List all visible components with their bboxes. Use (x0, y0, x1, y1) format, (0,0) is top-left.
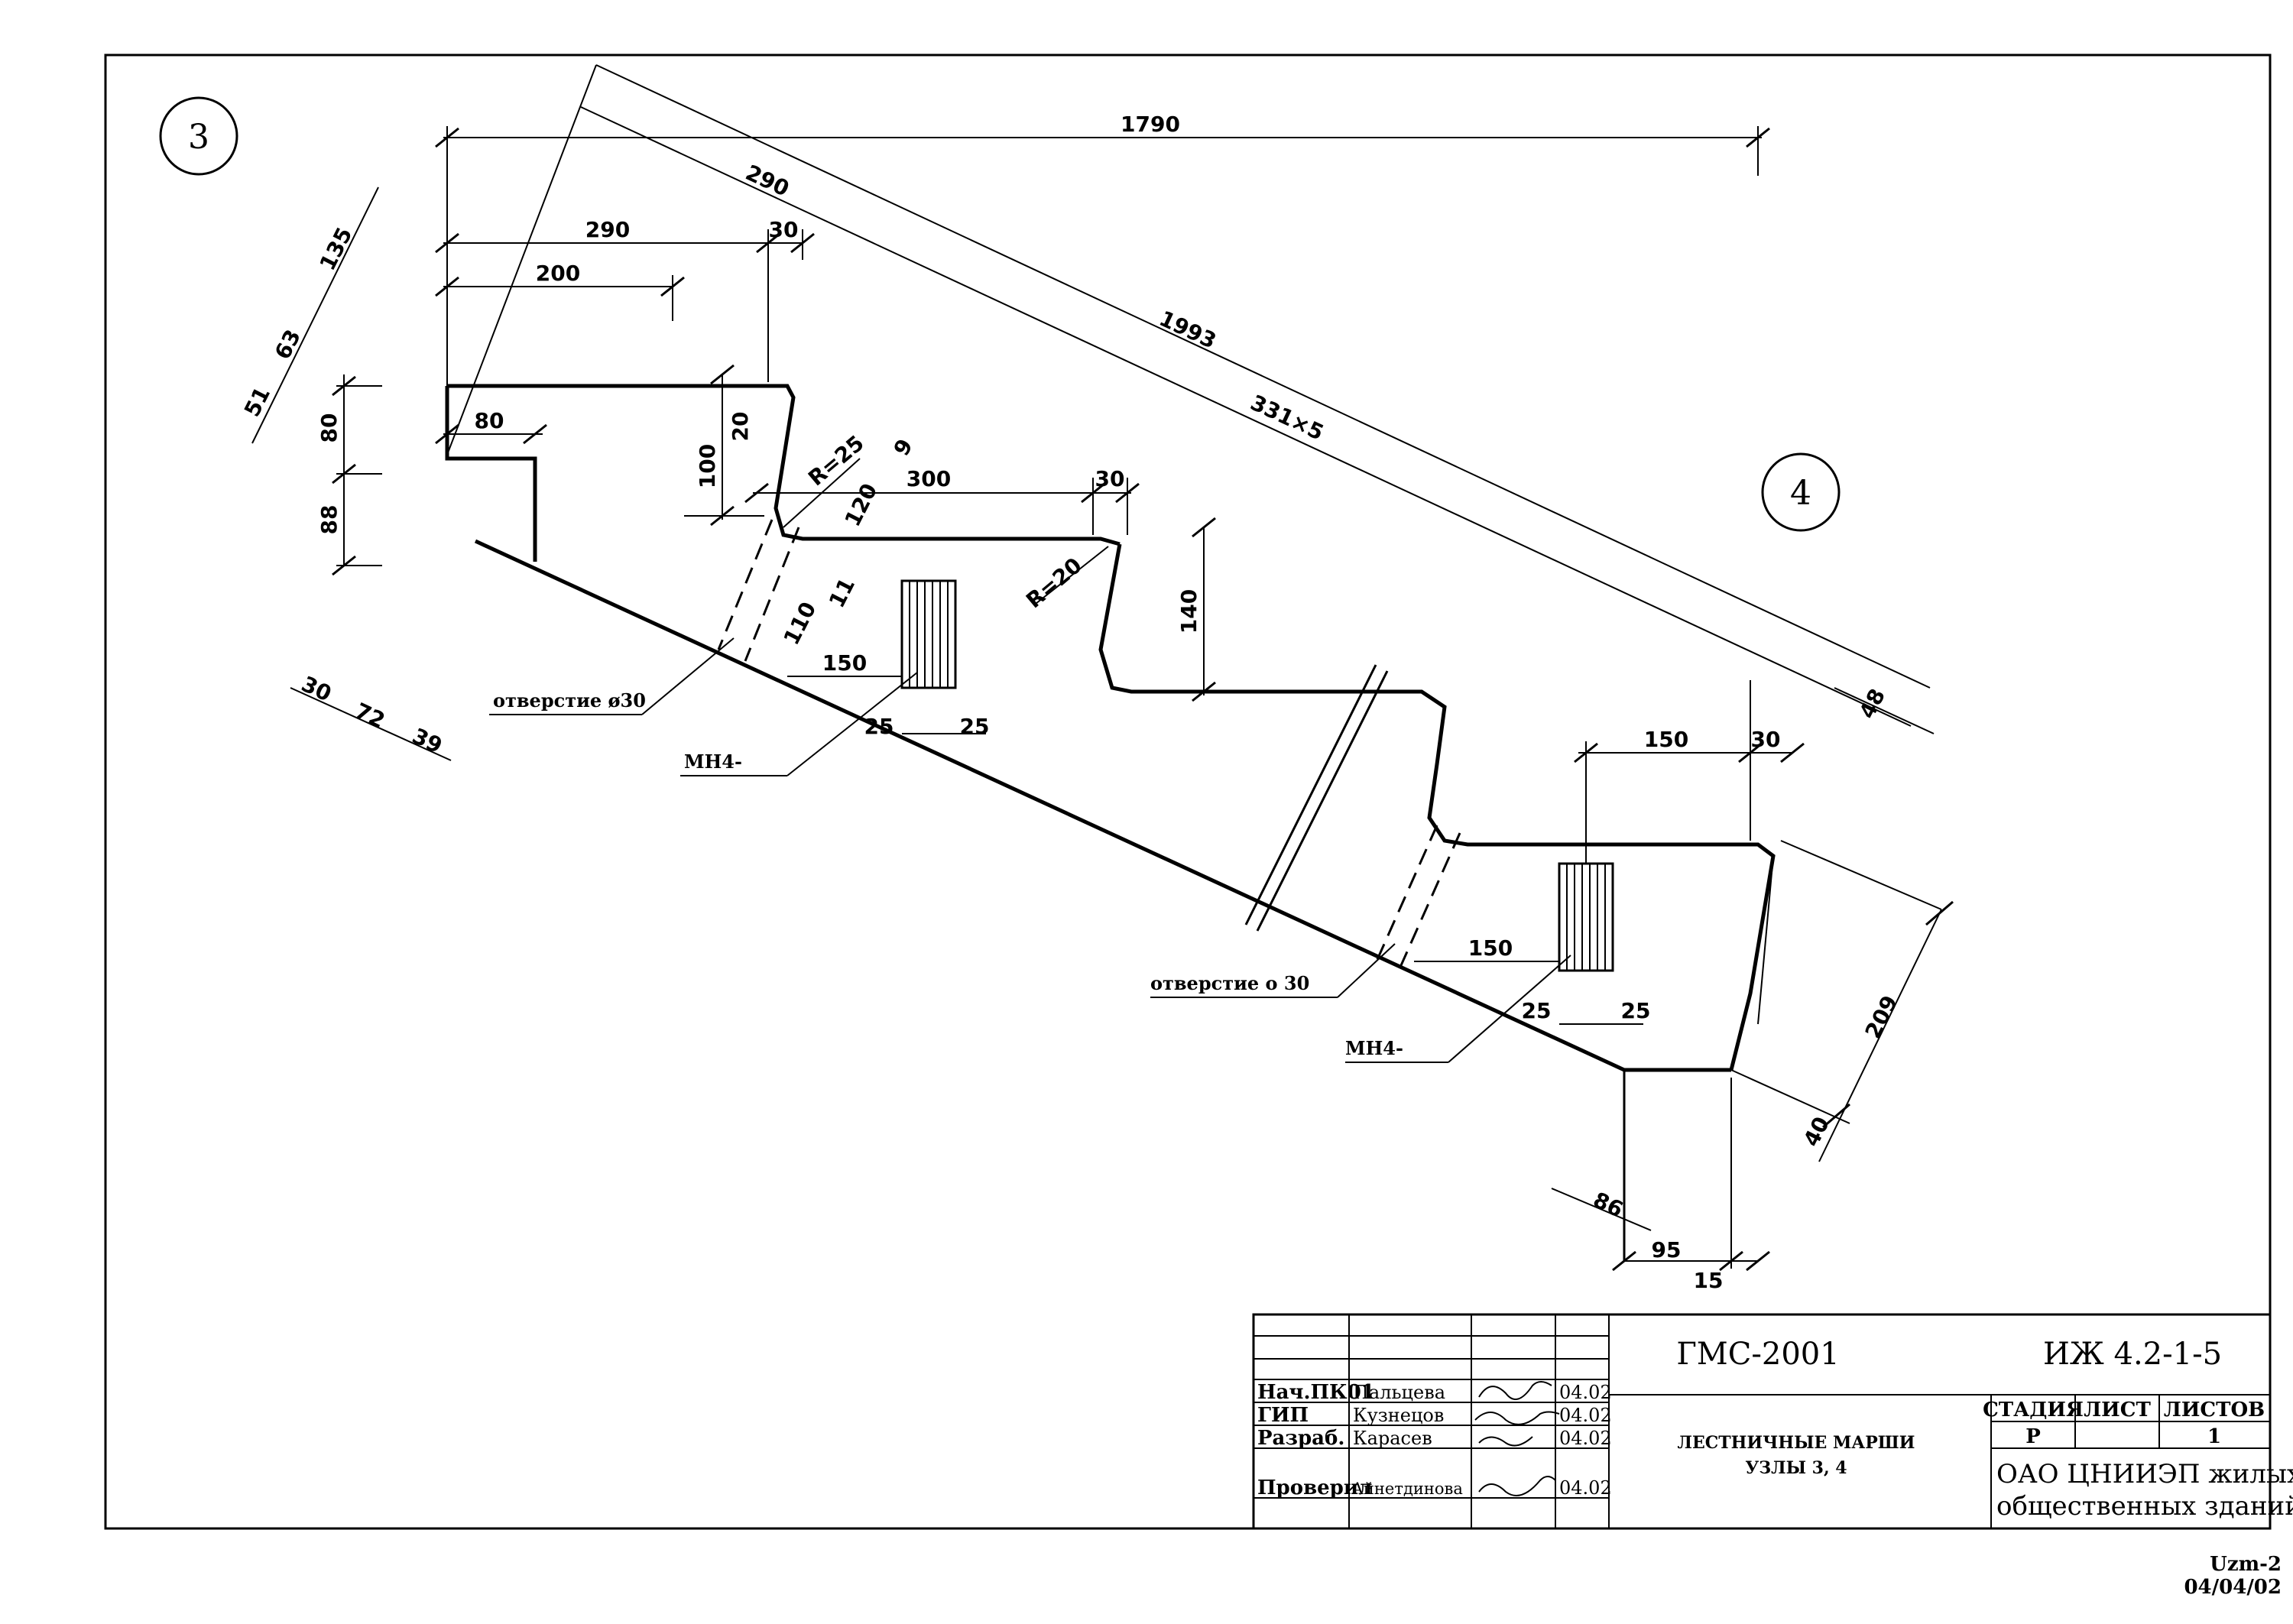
sheet-header: ЛИСТ (2084, 1399, 2151, 1421)
dim-331x5: 331×5 (1247, 390, 1328, 446)
hole-label-2: отверстие о 30 (1150, 972, 1309, 994)
dim-200: 200 (536, 261, 580, 286)
row-date-3: 04.02 (1559, 1428, 1612, 1449)
stage-value: Р (2025, 1425, 2041, 1448)
node-marker-3: 3 (159, 96, 238, 176)
signatures (1474, 1381, 1560, 1496)
dim-30-right: 30 (1751, 727, 1781, 752)
dim-51: 51 (239, 383, 275, 421)
node-label-3: 3 (188, 118, 209, 157)
dim-1993: 1993 (1156, 306, 1221, 354)
embedded-plate-1 (900, 579, 957, 689)
dim-30-mid: 30 (1095, 466, 1125, 491)
document-code: ИЖ 4.2-1-5 (2043, 1337, 2222, 1372)
stamp-line-1: Uzm-2 (2210, 1553, 2282, 1576)
dim-110: 110 (779, 598, 822, 649)
dimension-texts: 1790 290 1993 331×5 290 30 200 135 63 51… (239, 112, 1903, 1293)
stair-outline (445, 384, 1776, 1261)
row-date-2: 04.02 (1559, 1405, 1612, 1426)
dim-25-plate1-right: 25 (960, 714, 990, 739)
dim-140: 140 (1176, 589, 1202, 634)
row-role-1: Нач.ПК01 (1257, 1381, 1375, 1404)
dim-80-vert: 80 (316, 413, 342, 443)
hole-label-1: отверстие ø30 (493, 689, 646, 712)
dim-135: 135 (315, 223, 358, 274)
row-date-4: 04.02 (1559, 1477, 1612, 1499)
dim-30-top: 30 (769, 217, 799, 242)
plate-label-2: МН4- (1345, 1037, 1403, 1059)
organisation-line-1: ОАО ЦНИИЭП жилых и (1996, 1459, 2293, 1489)
dim-30-bottom-left: 30 (297, 671, 335, 706)
row-role-3: Разраб. (1257, 1427, 1344, 1450)
row-name-3: Карасев (1353, 1428, 1432, 1449)
dim-25-plate2-right: 25 (1621, 998, 1651, 1023)
dim-80-horiz: 80 (475, 408, 504, 433)
dim-72: 72 (351, 698, 388, 733)
node-label-4: 4 (1790, 474, 1811, 513)
dim-20: 20 (728, 412, 753, 442)
dim-300: 300 (906, 466, 951, 491)
dimension-lines (251, 64, 1942, 1269)
dim-209: 209 (1860, 991, 1903, 1042)
title-block: ГМС-2001 ИЖ 4.2-1-5 Нач.ПК01 Пальцева 04… (1252, 1313, 2293, 1530)
dim-100: 100 (695, 444, 720, 488)
dim-25-plate2-left: 25 (1522, 998, 1552, 1023)
sheets-header: ЛИСТОВ (2164, 1399, 2265, 1421)
dim-150-left: 150 (822, 650, 867, 676)
callout-labels: отверстие ø30 МН4- отверстие о 30 МН4- (493, 689, 1403, 1059)
dim-40: 40 (1798, 1113, 1834, 1151)
project-number: ГМС-2001 (1676, 1337, 1839, 1372)
plate-label-1: МН4- (684, 750, 742, 773)
organisation-line-2: общественных зданий (1996, 1491, 2293, 1522)
stamp-line-2: 04/04/02 (2184, 1576, 2282, 1599)
dim-150-right-top: 150 (1644, 727, 1688, 752)
dim-150-right: 150 (1468, 935, 1513, 961)
dim-95: 95 (1652, 1237, 1682, 1263)
dim-63: 63 (270, 326, 306, 364)
dim-290-slope: 290 (742, 160, 793, 202)
dim-15: 15 (1694, 1268, 1724, 1293)
sheet-frame (104, 53, 2272, 1530)
dim-290: 290 (585, 217, 630, 242)
dim-48: 48 (1854, 685, 1890, 723)
dim-120: 120 (840, 479, 883, 530)
stage-header: СТАДИЯ (1983, 1399, 2084, 1421)
sheets-value: 1 (2207, 1425, 2221, 1448)
drawing-title-line-2: УЗЛЫ 3, 4 (1745, 1458, 1847, 1478)
row-role-2: ГИП (1257, 1404, 1309, 1427)
dim-9: 9 (889, 435, 918, 460)
dim-88: 88 (316, 505, 342, 535)
row-date-1: 04.02 (1559, 1382, 1612, 1403)
dim-r20: R=20 (1021, 553, 1087, 613)
drawing-title-line-1: ЛЕСТНИЧНЫЕ МАРШИ (1678, 1433, 1915, 1453)
row-name-4: Айнетдинова (1351, 1480, 1463, 1498)
row-name-2: Кузнецов (1353, 1405, 1444, 1426)
dim-1790: 1790 (1121, 112, 1180, 137)
dimension-ticks (332, 127, 1954, 1272)
dim-25-plate1-left: 25 (864, 714, 894, 739)
row-name-1: Пальцева (1353, 1382, 1445, 1403)
row-role-4: Проверил (1257, 1477, 1372, 1499)
dim-39: 39 (408, 723, 446, 758)
embedded-plate-2 (1558, 862, 1614, 972)
node-marker-4: 4 (1761, 452, 1841, 532)
dim-11: 11 (824, 574, 860, 612)
